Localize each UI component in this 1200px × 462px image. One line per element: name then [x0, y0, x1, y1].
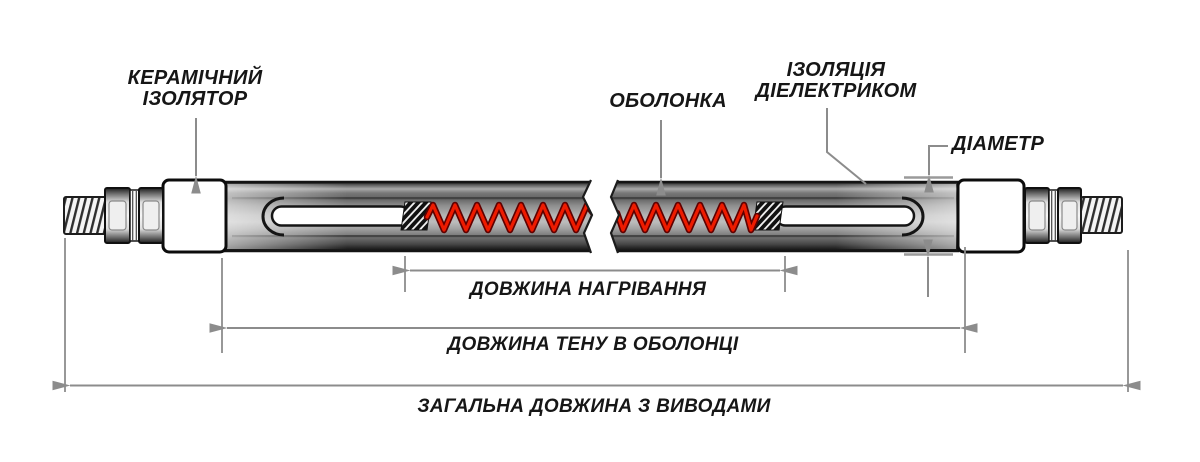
dielectric-insulation-label-line1: ІЗОЛЯЦІЯ — [786, 59, 886, 81]
left-terminal-stud — [63, 196, 109, 235]
right-nuts — [1024, 187, 1082, 244]
heating-coil-right — [613, 201, 761, 234]
sheath-label: ОБОЛОНКА — [609, 90, 727, 112]
dielectric-insulation-label: ІЗОЛЯЦІЯ ДІЕЛЕКТРИКОМ — [756, 60, 917, 102]
dimension-lines — [52, 238, 1141, 392]
right-ceramic-insulator — [956, 178, 1026, 254]
ceramic-insulator-label-line2: ІЗОЛЯТОР — [142, 88, 248, 110]
dielectric-leader — [826, 108, 867, 185]
diameter-label: ДІАМЕТР — [952, 133, 1045, 155]
left-ceramic-insulator — [161, 178, 228, 254]
right-terminal-stud — [1080, 196, 1123, 234]
dielectric-insulation-label-line2: ДІЕЛЕКТРИКОМ — [755, 80, 917, 102]
diameter-leader-top — [924, 145, 948, 193]
left-cold-pin — [261, 196, 412, 237]
total-length-label: ЗАГАЛЬНА ДОВЖИНА З ВИВОДАМИ — [417, 396, 771, 417]
heating-length-label: ДОВЖИНА НАГРІВАННЯ — [469, 279, 707, 300]
left-nuts — [104, 187, 164, 244]
ceramic-insulator-label: КЕРАМІЧНИЙ ІЗОЛЯТОР — [128, 68, 263, 110]
sheath-length-label: ДОВЖИНА ТЕНУ В ОБОЛОНЦІ — [447, 334, 739, 355]
ceramic-insulator-label-line1: КЕРАМІЧНИЙ — [127, 67, 263, 89]
heating-coil-left — [423, 201, 597, 234]
tube-break — [581, 178, 621, 255]
callout-leaders — [191, 108, 953, 297]
